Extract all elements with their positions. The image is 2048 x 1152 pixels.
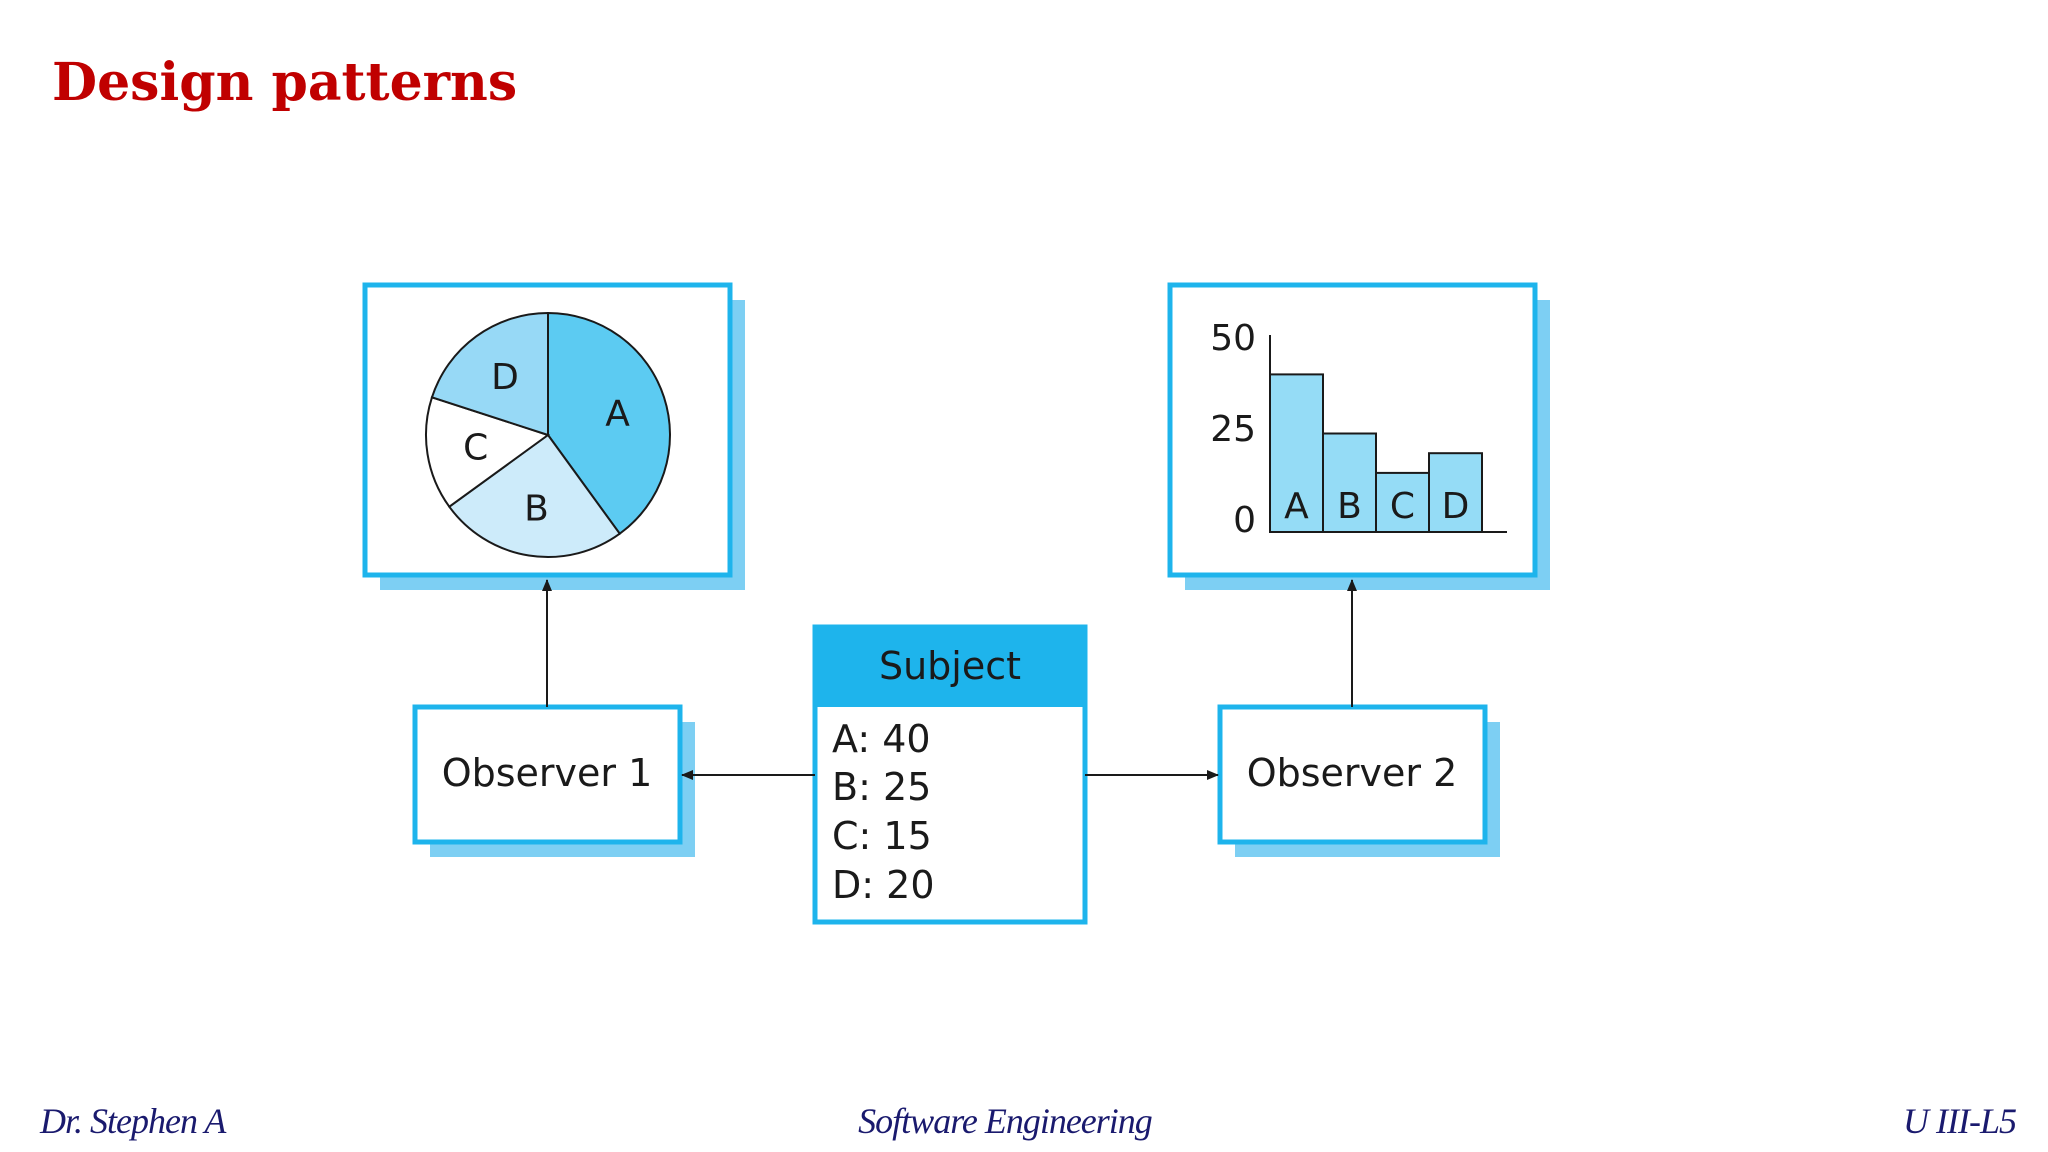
pie-slice-c — [425, 396, 551, 509]
subject-value-c: C: 15 — [832, 814, 932, 858]
pie-slice-d — [430, 311, 549, 437]
subject-title: Subject — [879, 644, 1021, 688]
bar-label-a: A — [1284, 486, 1309, 527]
bar-tick-label-0: 0 — [1233, 500, 1256, 541]
subject-box: Subject A: 40 B: 25 C: 15 D: 20 — [812, 624, 1088, 925]
footer-author: Dr. Stephen A — [40, 1101, 226, 1141]
bar-label-d: D — [1442, 486, 1470, 527]
subject-header — [815, 627, 1085, 707]
pie-label-b: B — [524, 488, 549, 529]
footer-course: Software Engineering — [858, 1101, 1153, 1141]
pie-label-a: A — [605, 393, 630, 434]
pie-chart-panel: A BCD — [362, 282, 745, 590]
pie-label-c: C — [463, 428, 488, 469]
pie-slice-b — [447, 433, 622, 558]
pie-label-d: D — [491, 357, 519, 398]
bar-label-c: C — [1390, 486, 1415, 527]
observer-2-label: Observer 2 — [1247, 751, 1458, 795]
bar-tick-label-50: 50 — [1210, 318, 1256, 359]
subject-value-b: B: 25 — [832, 765, 931, 809]
bar-d — [1428, 452, 1483, 534]
observer-1-label: Observer 1 — [442, 751, 653, 795]
observer-1-box: Observer 1 — [412, 704, 695, 857]
pie-chart: A BCD — [425, 311, 671, 558]
observer-1-frame — [412, 704, 683, 845]
observer-2-box: Observer 2 — [1217, 704, 1500, 857]
slide-title: Design patterns — [52, 52, 518, 113]
observer-2-frame — [1217, 704, 1488, 845]
pie-slice-a — [547, 311, 671, 536]
bar-tick-label-25: 25 — [1210, 409, 1256, 450]
bar-label-b: B — [1337, 486, 1362, 527]
footer-unit: U III-L5 — [1903, 1101, 2017, 1141]
subject-value-d: D: 20 — [832, 863, 935, 907]
subject-value-a: A: 40 — [832, 717, 931, 761]
